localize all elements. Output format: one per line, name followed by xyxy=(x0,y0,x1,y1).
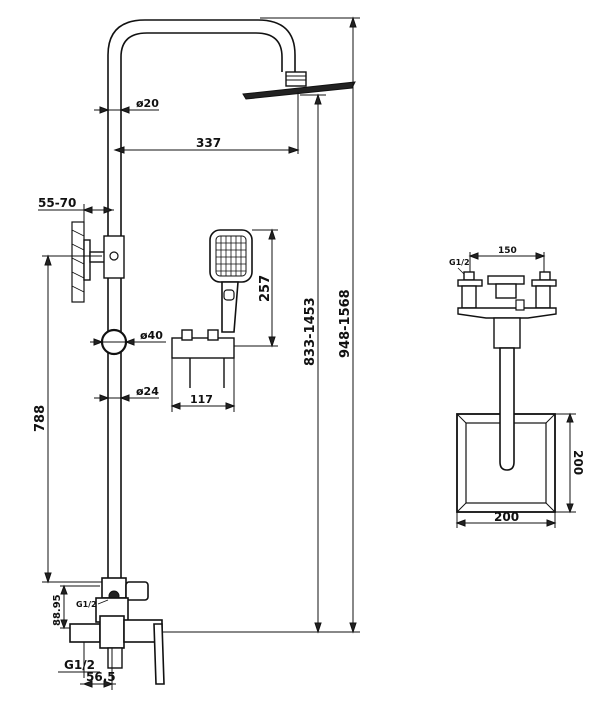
label-inlet-thread: G1/2 xyxy=(64,658,95,672)
dim-outlet-thread: G1/2 xyxy=(76,599,109,609)
label-slider-diameter: ø40 xyxy=(140,329,163,342)
dim-outlet-offset: 88.95 xyxy=(52,584,100,630)
label-inlet-spacing: 56.5 xyxy=(86,670,116,684)
label-total-height: 948-1568 xyxy=(338,289,353,358)
dim-bracket-spacing: 788 xyxy=(33,254,102,584)
dim-rail-diameter: ø24 xyxy=(94,385,159,402)
front-view: ø20 337 55-70 257 xyxy=(33,16,360,690)
label-arm-length: 337 xyxy=(196,136,221,150)
dim-top-view-spacing: 150 xyxy=(468,246,546,272)
head-connector xyxy=(285,71,307,87)
dim-arm-length: 337 xyxy=(113,92,300,154)
dim-total-height: 948-1568 xyxy=(162,16,360,634)
riser-pipe-inner xyxy=(120,32,283,590)
label-bracket-spacing: 788 xyxy=(33,405,48,432)
label-top-view-spacing: 150 xyxy=(498,246,517,256)
dim-pipe-diameter: ø20 xyxy=(94,97,159,114)
label-top-view-thread: G1/2 xyxy=(449,258,470,267)
label-handset-height: 257 xyxy=(258,275,273,302)
dim-wall-distance: 55-70 xyxy=(38,196,114,226)
shower-head xyxy=(242,81,356,100)
shower-head-top-view xyxy=(456,347,556,513)
hand-shower xyxy=(209,229,253,333)
dim-inlet-spacing: 56.5 xyxy=(80,648,116,690)
label-head-height: 833-1453 xyxy=(303,297,318,366)
label-wall-distance: 55-70 xyxy=(38,196,76,210)
dim-head-height: 833-1453 xyxy=(300,93,326,634)
label-rail-diameter: ø24 xyxy=(136,385,159,398)
valve-top-view xyxy=(457,271,557,349)
riser-pipe xyxy=(107,19,296,590)
label-outlet-thread: G1/2 xyxy=(76,600,97,609)
dim-holder-width: 117 xyxy=(170,358,236,412)
top-view: 150 G1/2 xyxy=(449,246,585,528)
dim-head-width: 200 xyxy=(455,510,557,528)
dim-handset-height: 257 xyxy=(234,228,278,348)
dim-slider-diameter: ø40 xyxy=(90,329,166,346)
label-holder-width: 117 xyxy=(190,393,213,406)
label-head-width: 200 xyxy=(494,510,519,524)
wall-bracket xyxy=(71,221,125,303)
dim-inlet-thread: G1/2 xyxy=(58,642,100,678)
hand-shower-holder xyxy=(171,329,235,388)
label-outlet-offset: 88.95 xyxy=(52,594,63,626)
mixer-valve xyxy=(69,577,165,685)
label-pipe-diameter: ø20 xyxy=(136,97,159,110)
dim-head-depth: 200 xyxy=(555,412,585,514)
label-head-depth: 200 xyxy=(571,450,585,475)
